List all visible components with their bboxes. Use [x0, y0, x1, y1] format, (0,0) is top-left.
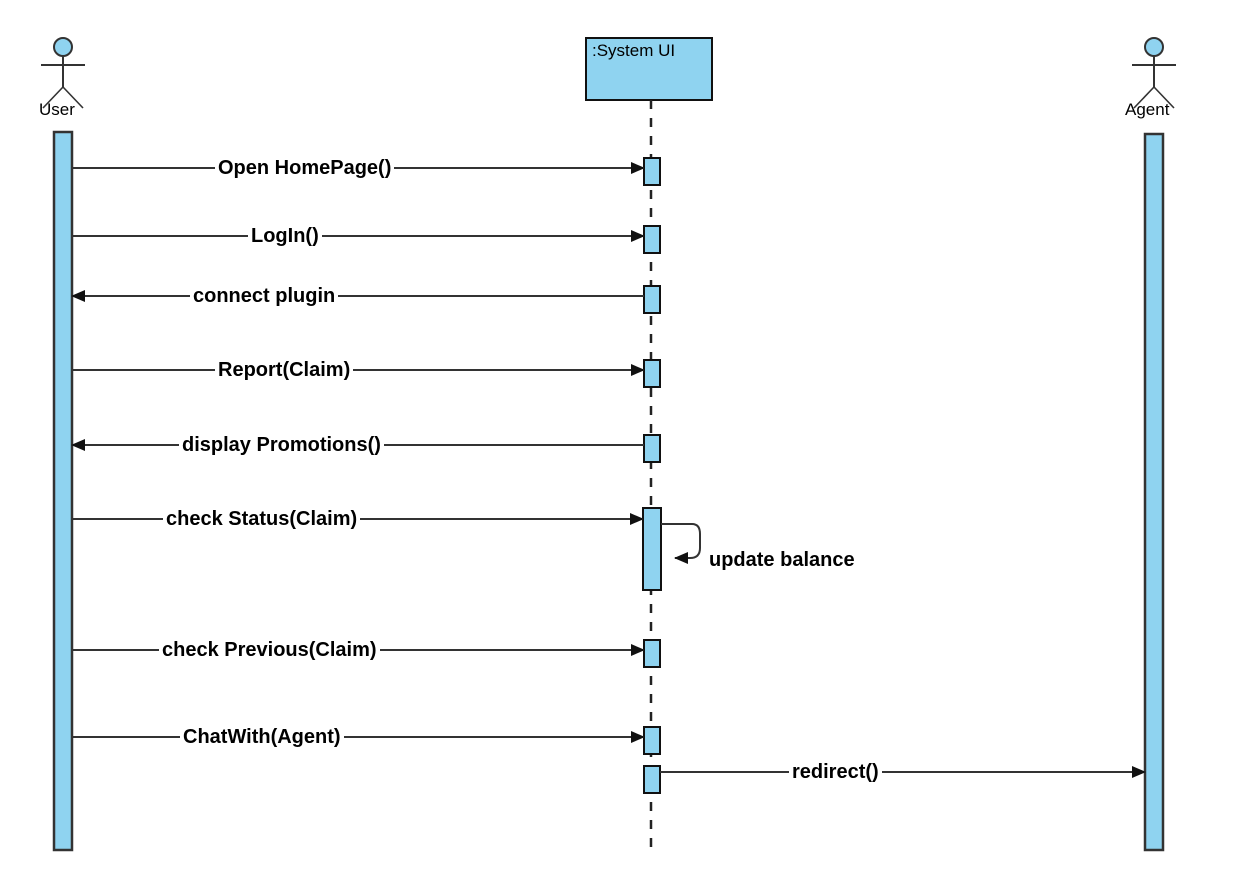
message-label-msg-display-promotions: display Promotions()	[179, 434, 384, 456]
message-label-msg-open-homepage: Open HomePage()	[215, 157, 395, 179]
message-label-msg-check-previous: check Previous(Claim)	[159, 639, 380, 661]
participants-group	[41, 37, 1176, 852]
lifeline-bar-agent	[1143, 132, 1165, 852]
activation-act-check-previous	[643, 639, 661, 668]
object-box-system_ui	[585, 37, 713, 101]
actor-leg-left-agent	[1133, 86, 1155, 109]
object-label-system_ui: :System UI	[592, 41, 676, 60]
messages-group	[71, 162, 1146, 778]
activation-act-open-homepage	[643, 157, 661, 186]
actor-leg-right-user	[62, 86, 84, 109]
message-label-msg-login: LogIn()	[248, 225, 322, 247]
actor-label-agent: Agent	[1125, 100, 1170, 119]
message-line-msg-update-balance	[661, 523, 701, 564]
actor-head-agent	[1144, 37, 1164, 57]
actor-label-user: User	[39, 100, 75, 119]
activation-act-connect-plugin	[643, 285, 661, 314]
message-label-msg-redirect: redirect()	[789, 761, 882, 783]
activation-act-report-claim	[643, 359, 661, 388]
message-label-msg-update-balance: update balance	[706, 549, 858, 571]
actor-head-user	[53, 37, 73, 57]
activation-act-login	[643, 225, 661, 254]
activation-act-display-promos	[643, 434, 661, 463]
activation-act-check-status	[642, 507, 662, 591]
lifeline-bar-user	[52, 130, 74, 852]
message-label-msg-connect-plugin: connect plugin	[190, 285, 339, 307]
actor-leg-left-user	[42, 86, 64, 109]
activation-act-redirect	[643, 765, 661, 794]
actor-leg-right-agent	[1153, 86, 1175, 109]
activation-act-chatwith	[643, 726, 661, 755]
message-label-msg-report-claim: Report(Claim)	[215, 359, 354, 381]
message-label-msg-chatwith-agent: ChatWith(Agent)	[180, 726, 344, 748]
activations-group	[642, 157, 662, 794]
message-label-msg-check-status: check Status(Claim)	[163, 508, 361, 530]
